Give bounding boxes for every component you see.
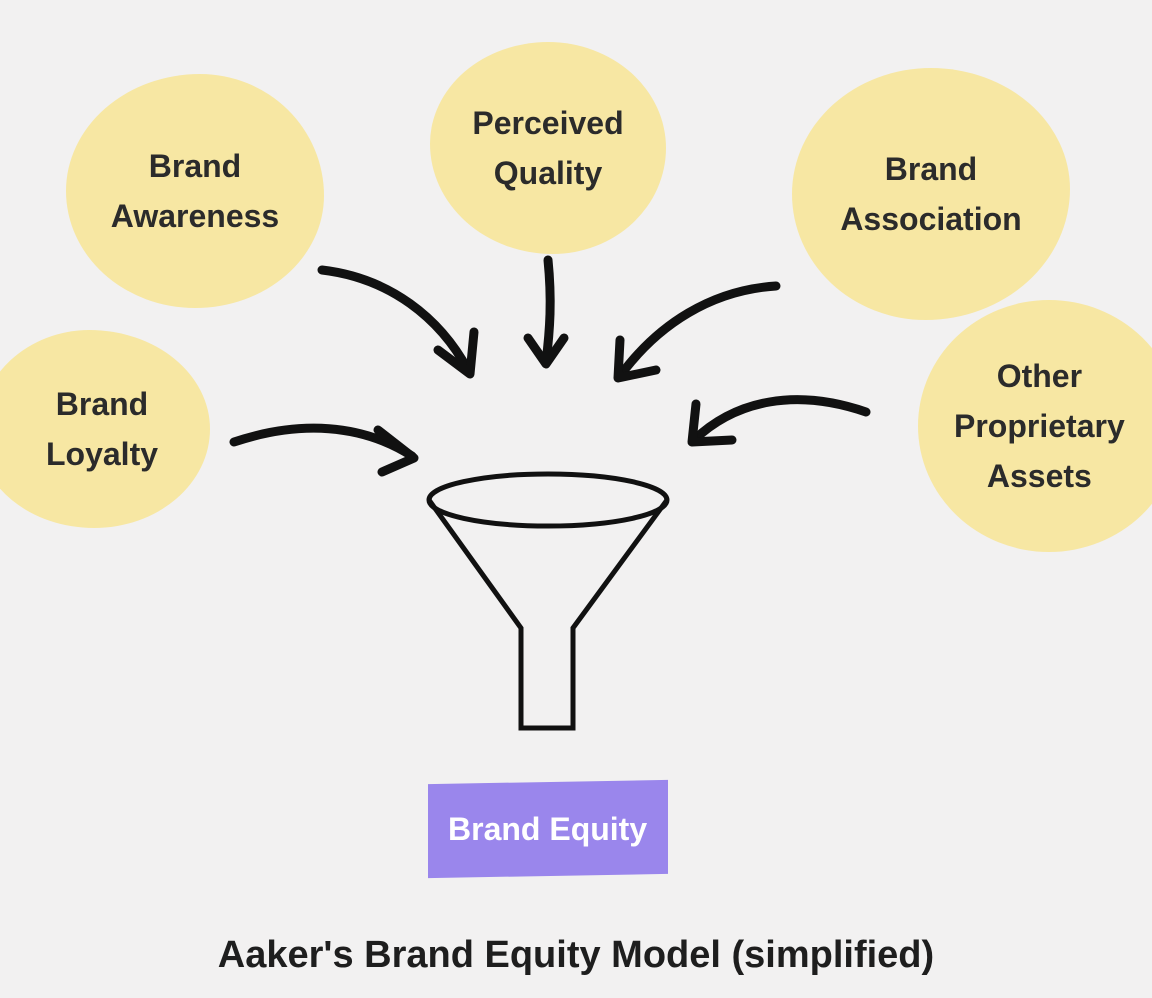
node-label: Brand Awareness <box>110 148 280 234</box>
node-brand-awareness: Brand Awareness <box>66 74 324 308</box>
node-label: Perceived Quality <box>472 105 624 191</box>
node-other-proprietary-assets: Other Proprietary Assets <box>918 300 1152 552</box>
diagram-caption: Aaker's Brand Equity Model (simplified) <box>217 934 935 976</box>
brand-equity-label: Brand Equity <box>448 810 648 847</box>
node-label: Brand Association <box>840 151 1022 237</box>
node-perceived-quality: Perceived Quality <box>430 42 666 254</box>
arrow-icon <box>523 255 569 369</box>
funnel-icon <box>426 471 670 731</box>
arrow-icon <box>229 423 419 477</box>
brand-equity-box: Brand Equity <box>428 779 668 879</box>
node-label: Other Proprietary Assets <box>954 358 1125 494</box>
node-label: Brand Loyalty <box>45 386 159 472</box>
arrow-icon <box>613 281 781 383</box>
node-brand-loyalty: Brand Loyalty <box>0 330 210 528</box>
arrow-icon <box>687 395 871 447</box>
arrow-icon <box>317 265 479 379</box>
node-brand-association: Brand Association <box>792 68 1070 320</box>
